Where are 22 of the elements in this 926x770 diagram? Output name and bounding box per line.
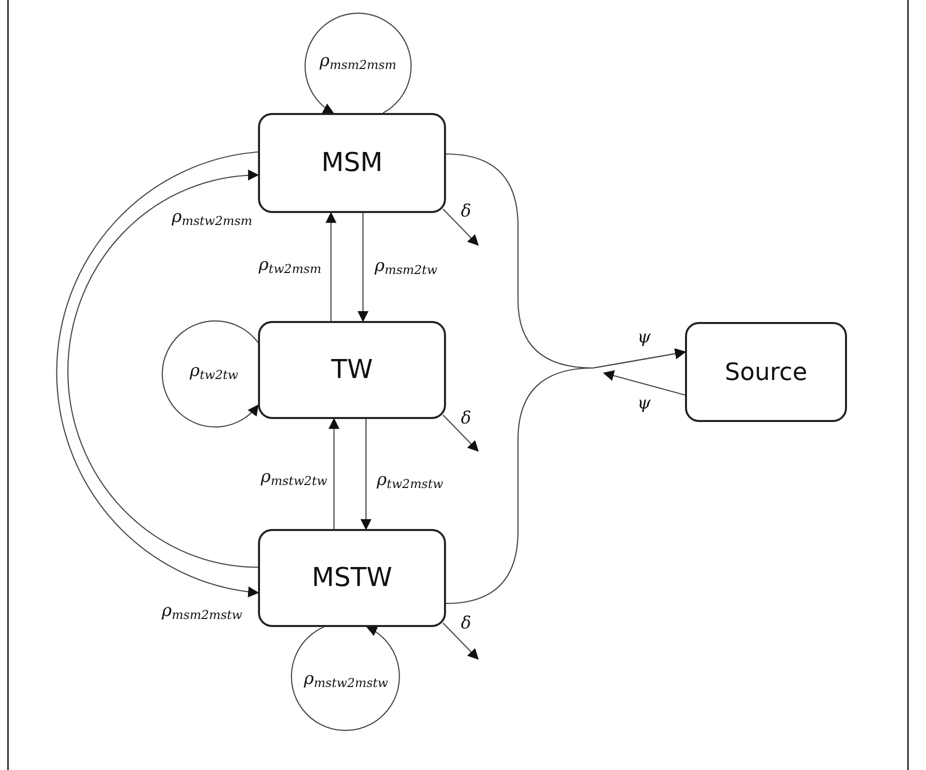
node-label: TW [331,355,373,385]
arrow [358,213,368,322]
arrow [290,626,400,731]
node-label: MSM [321,148,383,178]
arrow [68,170,260,568]
arrow [326,212,336,321]
arrow [442,622,479,660]
arrow [56,151,260,597]
node-label: Source [724,358,808,386]
arrow [328,418,340,529]
state-box [685,322,847,422]
arrow [442,208,479,246]
node-label: MSTW [312,563,392,593]
arrow [602,370,686,396]
arrow [360,419,372,530]
arrow [162,320,259,428]
arrow [442,414,479,452]
state-box [258,529,446,627]
arrow [446,348,686,604]
state-box [258,321,446,419]
state-box [258,113,446,213]
arrow [304,12,412,114]
